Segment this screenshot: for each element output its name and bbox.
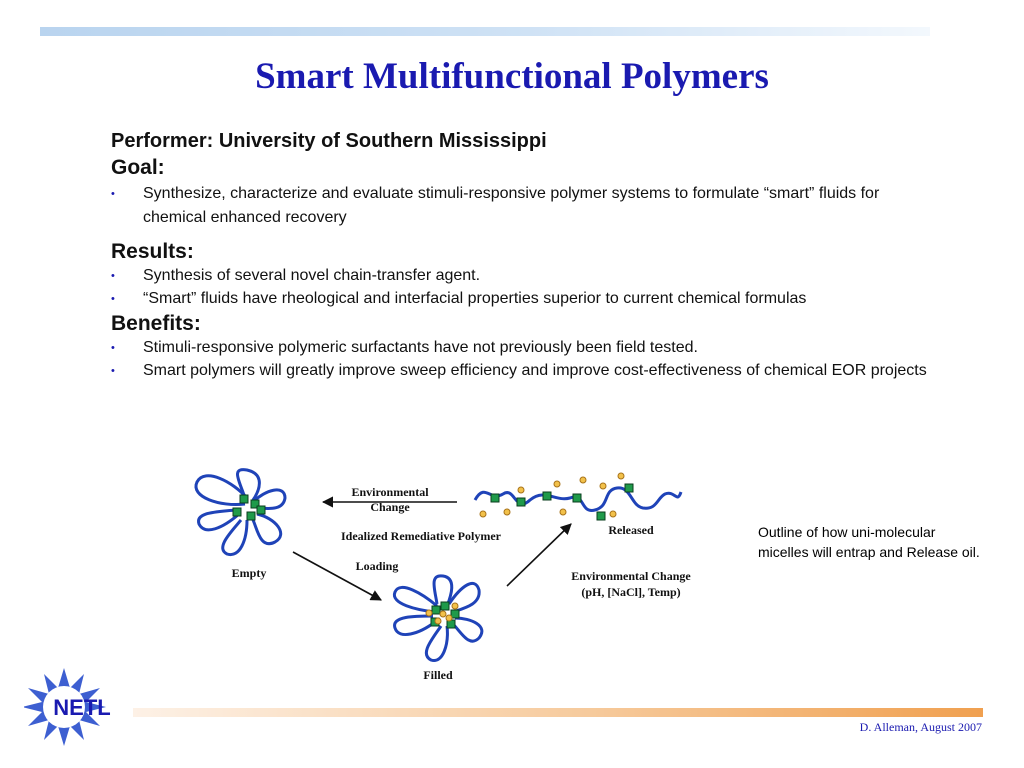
polymer-node-icon bbox=[431, 605, 441, 615]
label-change: Change bbox=[370, 500, 410, 514]
logo-disc bbox=[43, 686, 85, 728]
netl-logo: NETL bbox=[24, 668, 111, 746]
oil-droplet-icon bbox=[445, 614, 453, 622]
oil-droplet-icon bbox=[609, 510, 617, 518]
oil-droplet-icon bbox=[553, 480, 561, 488]
polymer-node-icon bbox=[596, 511, 606, 521]
slide-title: Smart Multifunctional Polymers bbox=[255, 56, 769, 97]
bullet-text: “Smart” fluids have rheological and inte… bbox=[143, 290, 807, 307]
list-item: • Smart polymers will greatly improve sw… bbox=[111, 362, 931, 380]
polymer-node-icon bbox=[440, 601, 450, 611]
label-empty: Empty bbox=[232, 566, 267, 580]
oil-droplet-icon bbox=[599, 482, 607, 490]
bullet-text: Synthesize, characterize and evaluate st… bbox=[143, 185, 880, 226]
label-loading: Loading bbox=[356, 559, 399, 573]
bottom-accent-bar bbox=[133, 708, 983, 717]
polymer-node-icon bbox=[624, 483, 634, 493]
results-list: • Synthesis of several novel chain-trans… bbox=[111, 266, 931, 308]
oil-droplet-icon bbox=[479, 510, 487, 518]
performer-line: Performer: University of Southern Missis… bbox=[111, 130, 547, 152]
goal-list: • Synthesize, characterize and evaluate … bbox=[111, 182, 931, 230]
oil-droplet-icon bbox=[517, 486, 525, 494]
benefits-heading: Benefits: bbox=[111, 312, 201, 335]
polymer-node-icon bbox=[450, 609, 460, 619]
polymer-node-icon bbox=[250, 499, 260, 509]
list-item: • “Smart” fluids have rheological and in… bbox=[111, 290, 931, 308]
bullet-icon: • bbox=[111, 188, 115, 200]
list-item: • Synthesis of several novel chain-trans… bbox=[111, 266, 931, 286]
label-env-change-top: Environmental bbox=[351, 485, 429, 499]
oil-droplet-icon bbox=[503, 508, 511, 516]
bullet-text: Smart polymers will greatly improve swee… bbox=[143, 362, 927, 379]
polymer-node-icon bbox=[232, 507, 242, 517]
list-item: • Synthesize, characterize and evaluate … bbox=[111, 182, 931, 230]
filled-micelle-icon bbox=[393, 574, 484, 662]
footer-credit: D. Alleman, August 2007 bbox=[859, 720, 982, 734]
benefits-list: • Stimuli-responsive polymeric surfactan… bbox=[111, 338, 931, 380]
arrow-up-right-icon bbox=[506, 523, 572, 587]
oil-droplet-icon bbox=[559, 508, 567, 516]
goal-heading: Goal: bbox=[111, 156, 165, 179]
oil-droplet-icon bbox=[451, 602, 459, 610]
polymer-node-icon bbox=[542, 491, 552, 501]
oil-droplet-icon bbox=[439, 610, 447, 618]
polymer-node-icon bbox=[246, 511, 256, 521]
oil-droplet-icon bbox=[425, 609, 433, 617]
arrow-down-right-icon bbox=[292, 551, 382, 601]
polymer-node-icon bbox=[239, 494, 249, 504]
bullet-icon: • bbox=[111, 270, 115, 282]
polymer-node-icon bbox=[490, 493, 500, 503]
oil-droplet-icon bbox=[617, 472, 625, 480]
label-released: Released bbox=[608, 523, 654, 537]
diagram-caption: Outline of how uni-molecular micelles wi… bbox=[758, 524, 980, 560]
empty-micelle-icon bbox=[194, 468, 287, 556]
logo-text: NETL bbox=[53, 695, 110, 720]
micelle-cycle-diagram: Environmental Change Released Idealized … bbox=[194, 468, 691, 682]
label-env-params: (pH, [NaCl], Temp) bbox=[581, 585, 680, 599]
bullet-icon: • bbox=[111, 293, 115, 305]
polymer-node-icon bbox=[516, 497, 526, 507]
label-filled: Filled bbox=[423, 668, 453, 682]
bullet-icon: • bbox=[111, 342, 115, 354]
bullet-icon: • bbox=[111, 365, 115, 377]
slide-body: Performer: University of Southern Missis… bbox=[111, 128, 931, 384]
polymer-node-icon bbox=[256, 505, 266, 515]
bullet-text: Synthesis of several novel chain-transfe… bbox=[143, 267, 481, 284]
oil-droplet-icon bbox=[579, 476, 587, 484]
released-chain-icon bbox=[473, 486, 683, 512]
oil-droplet-icon bbox=[434, 617, 442, 625]
label-env-change-right: Environmental Change bbox=[571, 569, 691, 583]
polymer-node-icon bbox=[572, 493, 582, 503]
bullet-text: Stimuli-responsive polymeric surfactants… bbox=[143, 339, 698, 356]
top-accent-bar bbox=[40, 27, 930, 36]
label-idealized-polymer: Idealized Remediative Polymer bbox=[341, 529, 502, 543]
results-heading: Results: bbox=[111, 240, 194, 263]
list-item: • Stimuli-responsive polymeric surfactan… bbox=[111, 338, 931, 358]
